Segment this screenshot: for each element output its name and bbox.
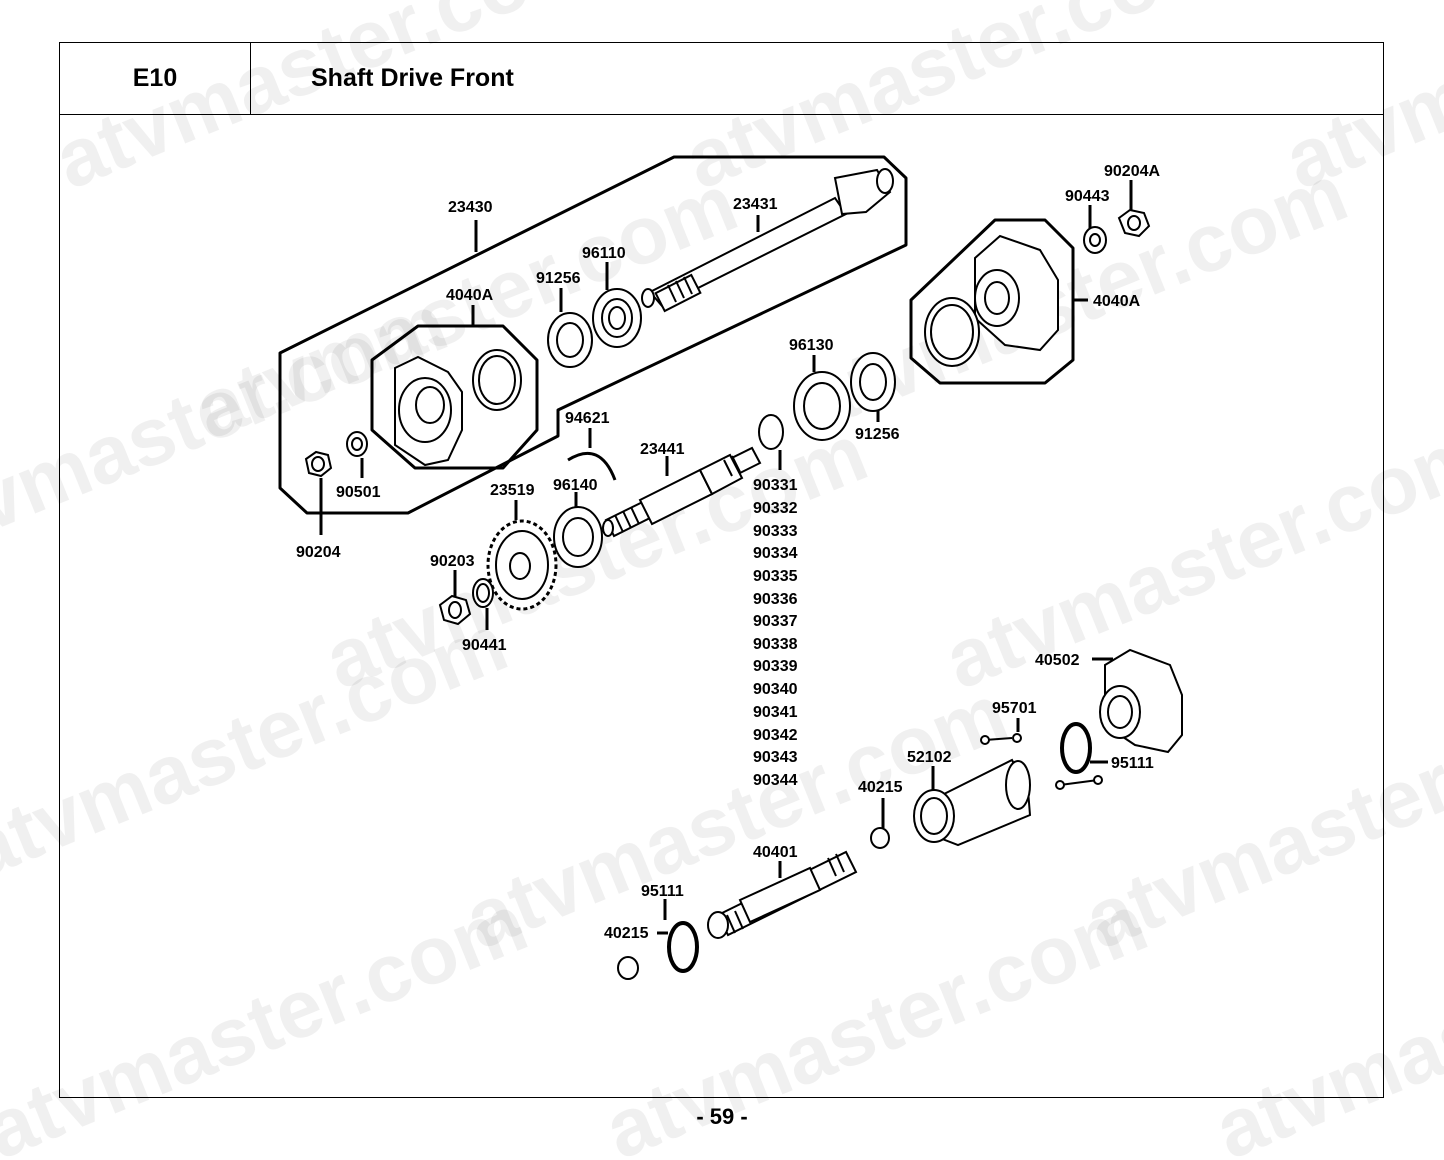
kit-outline-4040a-right [909,218,1075,385]
label-shim: 90344 [753,772,798,789]
cap-40215-lower [617,956,639,980]
page-number: - 59 - [696,1104,748,1129]
leader-lines [319,180,1133,935]
label-shim: 90342 [753,727,798,744]
shim-ring-90331 [758,414,784,450]
kit-outline-23430 [278,155,908,515]
label-90441: 90441 [462,637,507,654]
housing-4040a-left [394,349,522,467]
label-4040a-left: 4040A [446,287,494,304]
label-91256-upper: 91256 [536,270,581,287]
boot-band-95111-lower [667,921,699,973]
label-shim: 90333 [753,523,798,540]
washer-90443 [1083,226,1107,254]
watermark: atvmaster.com [43,0,610,207]
label-23430: 23430 [448,199,493,216]
label-95111-lower: 95111 [641,883,684,900]
flange-40502 [1099,648,1183,754]
label-23519: 23519 [490,482,535,499]
axle-shaft-40401 [707,850,858,939]
bearing-96140 [553,506,603,568]
label-40502: 40502 [1035,652,1080,669]
section-code: E10 [60,43,251,115]
oil-seal-91256-lower [850,352,896,412]
nut-90203 [438,594,472,626]
label-90501: 90501 [336,484,381,501]
label-94621: 94621 [565,410,610,427]
label-23431: 23431 [733,196,778,213]
label-shim: 90334 [753,545,798,562]
label-96140: 96140 [553,477,598,494]
label-shim: 90339 [753,658,798,675]
label-95111-upper: 95111 [1111,755,1154,772]
label-40215-upper: 40215 [858,779,903,796]
cap-40215-upper [870,827,890,849]
label-91256-lower: 91256 [855,426,900,443]
kit-outline-4040a-left [370,324,539,470]
label-shim: 90332 [753,500,798,517]
pinion-shaft-23441 [602,446,762,538]
label-shim: 90336 [753,591,798,608]
label-shim: 90340 [753,681,798,698]
bearing-96110 [592,288,642,348]
label-shim: 90331 [753,477,798,494]
watermark: atvmaster.com [0,597,519,897]
bevel-gear-23519 [486,519,558,611]
label-shim: 90343 [753,749,798,766]
page-title: Shaft Drive Front [251,43,1383,115]
washer-90441 [472,578,494,608]
label-90203: 90203 [430,553,475,570]
label-23441: 23441 [640,441,685,458]
label-52102: 52102 [907,749,952,766]
label-96130: 96130 [789,337,834,354]
label-shim: 90337 [753,613,798,630]
label-shim: 90335 [753,568,798,585]
drive-shaft-23431 [641,168,894,313]
label-shim: 90341 [753,704,798,721]
boot-band-95111-upper [1060,722,1092,774]
label-90204: 90204 [296,544,341,561]
housing-4040a-right [924,234,1059,367]
part-labels: 23430 23431 96110 91256 4040A 90204A 904… [296,163,1160,942]
oil-seal-91256-upper [547,312,593,368]
label-4040a-right: 4040A [1093,293,1141,310]
watermark: atvmaster.com [933,407,1444,707]
diagram-frame: E10 Shaft Drive Front [59,42,1384,1098]
label-90204a: 90204A [1104,163,1160,180]
washer-90501 [346,431,368,457]
label-90443: 90443 [1065,188,1110,205]
joint-housing-52102 [913,758,1032,847]
bearing-96130 [793,371,851,441]
label-95701: 95701 [992,700,1037,717]
label-shim: 90338 [753,636,798,653]
bolt-95701 [980,733,1103,790]
nut-90204 [304,450,333,478]
snap-ring-94621 [567,451,617,481]
shim-label-list: 90331 90332 90333 90334 90335 90336 9033… [753,477,798,789]
label-40215-lower: 40215 [604,925,649,942]
label-40401: 40401 [753,844,798,861]
label-96110: 96110 [582,245,626,262]
